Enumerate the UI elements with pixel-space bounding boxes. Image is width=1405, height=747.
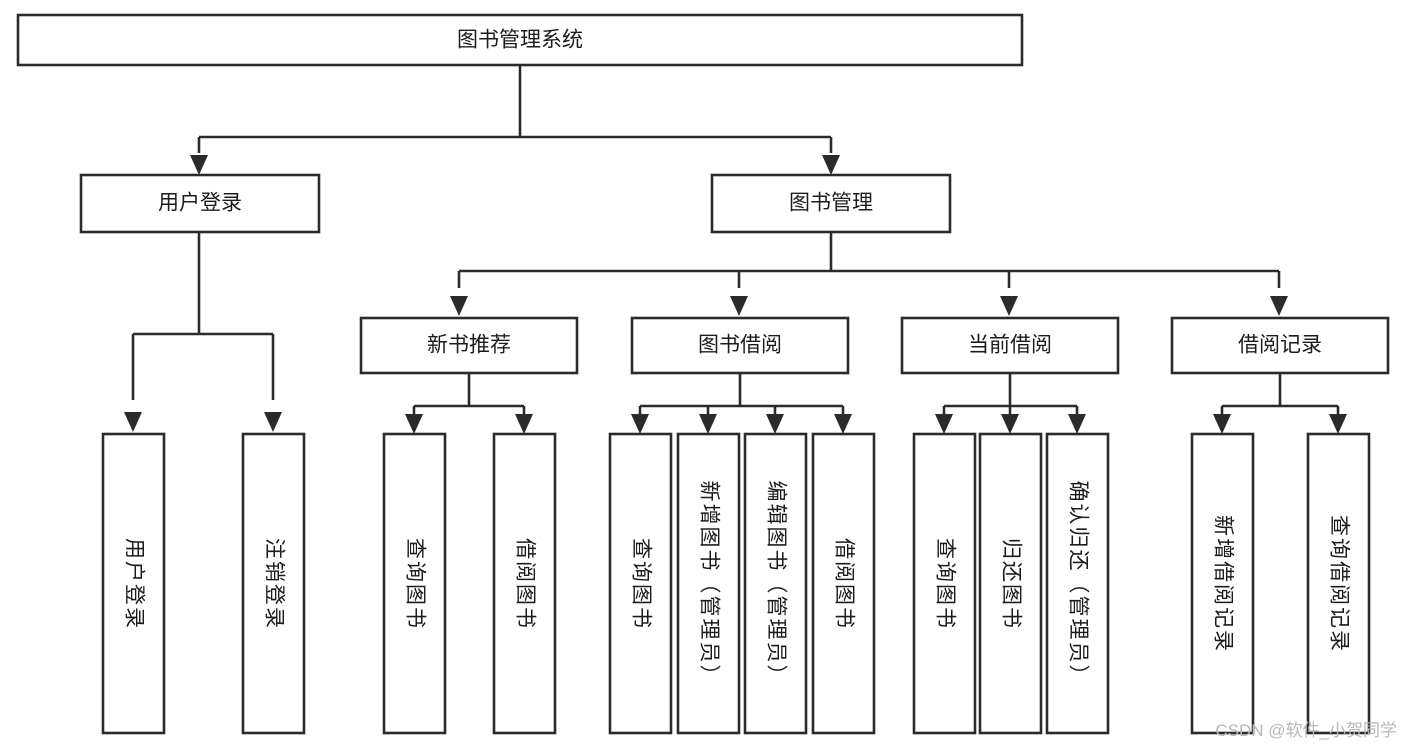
leaf-cb-return-book-box[interactable] (978, 432, 1043, 735)
node-root[interactable]: 图书管理系统 (16, 13, 1024, 67)
leaf-bb-edit-book-label: 编辑图书（管理员） (764, 481, 787, 688)
arrow-bb-leaf-1 (631, 414, 649, 434)
leaf-br-add-record-label: 新增借阅记录 (1211, 515, 1234, 653)
leaf-bb-add-book-label: 新增图书（管理员） (697, 481, 720, 688)
leaf-bb-query-book-label: 查询图书 (629, 538, 652, 630)
leaf-nb-borrow-book-box[interactable] (492, 432, 557, 735)
leaf-cb-return-book[interactable]: 归还图书 (978, 432, 1043, 735)
leaf-user-login-logout-label: 注销登录 (262, 538, 285, 630)
leaf-cb-confirm-return-label: 确认归还（管理员） (1066, 481, 1089, 688)
arrow-user-login (190, 155, 208, 175)
leaf-bb-query-book-box[interactable] (608, 432, 673, 735)
leaf-nb-borrow-book[interactable]: 借阅图书 (492, 432, 557, 735)
node-book-management[interactable]: 图书管理 (710, 173, 952, 234)
node-user-login-box[interactable] (79, 173, 321, 234)
arrow-cb-leaf-3 (1068, 414, 1086, 434)
arrow-borrow-record (1270, 296, 1288, 316)
node-current-borrow[interactable]: 当前借阅 (900, 316, 1120, 375)
arrow-leaf-user-login (124, 412, 142, 432)
leaf-bb-borrow-book-label: 借阅图书 (832, 538, 855, 630)
arrow-cb-leaf-2 (1001, 414, 1019, 434)
arrow-bb-leaf-4 (834, 414, 852, 434)
leaf-cb-query-book-box[interactable] (912, 432, 977, 735)
leaf-br-query-record[interactable]: 查询借阅记录 (1306, 432, 1371, 735)
leaf-nb-query-book-label: 查询图书 (403, 538, 426, 630)
leaf-user-login-login-label: 用户登录 (122, 538, 145, 630)
leaf-br-add-record[interactable]: 新增借阅记录 (1190, 432, 1255, 735)
leaf-user-login-login[interactable]: 用户登录 (101, 432, 166, 735)
leaf-cb-confirm-return[interactable]: 确认归还（管理员） (1045, 432, 1110, 735)
leaf-br-query-record-label: 查询借阅记录 (1327, 515, 1350, 653)
node-new-book-recommend[interactable]: 新书推荐 (359, 316, 579, 375)
arrow-book-mgmt (822, 155, 840, 175)
leaf-bb-query-book[interactable]: 查询图书 (608, 432, 673, 735)
node-book-borrow-box[interactable] (630, 316, 850, 375)
arrow-current-borrow (1000, 296, 1018, 316)
node-borrow-record-box[interactable] (1170, 316, 1390, 375)
csdn-watermark: CSDN @软件_小贺同学 (1215, 721, 1397, 740)
arrow-book-borrow (730, 296, 748, 316)
arrow-br-leaf-1 (1213, 414, 1231, 434)
leaf-bb-borrow-book[interactable]: 借阅图书 (811, 432, 876, 735)
arrow-new-book (450, 296, 468, 316)
node-user-login[interactable]: 用户登录 (79, 173, 321, 234)
arrow-cb-leaf-1 (935, 414, 953, 434)
leaf-bb-borrow-book-box[interactable] (811, 432, 876, 735)
node-new-book-recommend-label: 新书推荐 (427, 334, 511, 357)
node-current-borrow-label: 当前借阅 (968, 334, 1052, 357)
leaf-bb-edit-book[interactable]: 编辑图书（管理员） (743, 432, 808, 735)
arrow-bb-leaf-3 (766, 414, 784, 434)
node-borrow-record[interactable]: 借阅记录 (1170, 316, 1390, 375)
node-book-management-label: 图书管理 (789, 192, 873, 215)
node-current-borrow-box[interactable] (900, 316, 1120, 375)
arrow-leaf-logout (264, 412, 282, 432)
leaf-nb-query-book-box[interactable] (382, 432, 447, 735)
leaf-user-login-logout-box[interactable] (241, 432, 306, 735)
node-new-book-recommend-box[interactable] (359, 316, 579, 375)
node-book-borrow[interactable]: 图书借阅 (630, 316, 850, 375)
node-root-box[interactable] (16, 13, 1024, 67)
node-book-management-box[interactable] (710, 173, 952, 234)
arrow-bb-leaf-2 (699, 414, 717, 434)
leaf-bb-add-book-box[interactable] (676, 432, 741, 735)
leaf-cb-confirm-return-box[interactable] (1045, 432, 1110, 735)
leaf-nb-borrow-book-label: 借阅图书 (513, 538, 536, 630)
leaf-br-query-record-box[interactable] (1306, 432, 1371, 735)
node-root-label: 图书管理系统 (457, 29, 583, 52)
node-book-borrow-label: 图书借阅 (698, 334, 782, 357)
leaf-bb-edit-book-box[interactable] (743, 432, 808, 735)
leaf-cb-return-book-label: 归还图书 (999, 538, 1022, 630)
leaf-nb-query-book[interactable]: 查询图书 (382, 432, 447, 735)
leaf-cb-query-book-label: 查询图书 (933, 538, 956, 630)
arrow-nb-leaf-1 (405, 414, 423, 434)
leaf-cb-query-book[interactable]: 查询图书 (912, 432, 977, 735)
leaf-user-login-logout[interactable]: 注销登录 (241, 432, 306, 735)
leaf-user-login-login-box[interactable] (101, 432, 166, 735)
leaf-bb-add-book[interactable]: 新增图书（管理员） (676, 432, 741, 735)
arrow-nb-leaf-2 (515, 414, 533, 434)
connector-layer (124, 65, 1347, 434)
arrow-br-leaf-2 (1329, 414, 1347, 434)
leaf-br-add-record-box[interactable] (1190, 432, 1255, 735)
node-borrow-record-label: 借阅记录 (1238, 334, 1322, 357)
node-user-login-label: 用户登录 (158, 192, 242, 215)
